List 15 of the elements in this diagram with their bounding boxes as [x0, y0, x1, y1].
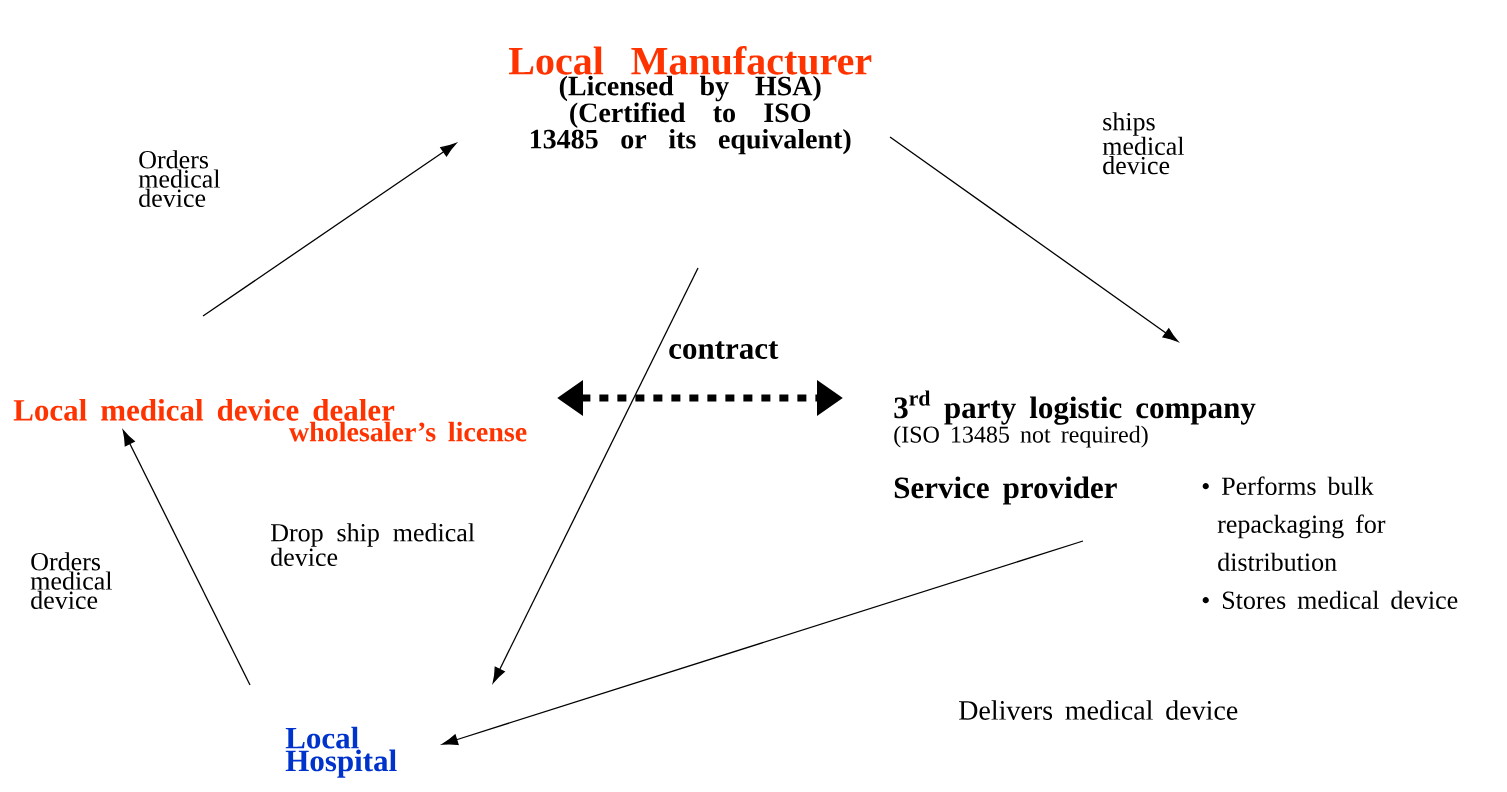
edge-label: Drop ship medical device: [270, 523, 475, 567]
node-label: Local Hospital: [285, 726, 397, 778]
node-label: Local Manufacturer (Licensed by HSA) (Certified to ISO 13485 or its equivalent): [509, 46, 872, 155]
node-label: $\text{3}^{\text{rd}}\text{ party logistic company}$ (ISO 13485 not required) Service provider • Performs bulk repackaging for distribution • Stores medical device: [894, 390, 1458, 609]
arrow: [889, 136, 1179, 342]
arrow: [202, 143, 457, 317]
node-label: Local medical device dealer wholesaler’s license: [13, 398, 527, 442]
edge-label: Orders medical device: [138, 150, 220, 208]
edge-label: Orders medical device: [30, 552, 112, 610]
arrow: [442, 540, 1084, 746]
arrow: [492, 267, 699, 683]
arrow: [122, 430, 251, 686]
edge-label: Delivers medical device: [959, 700, 1238, 720]
edge-label: contract: [669, 341, 779, 359]
edge-label: ships medical device: [1102, 112, 1184, 175]
